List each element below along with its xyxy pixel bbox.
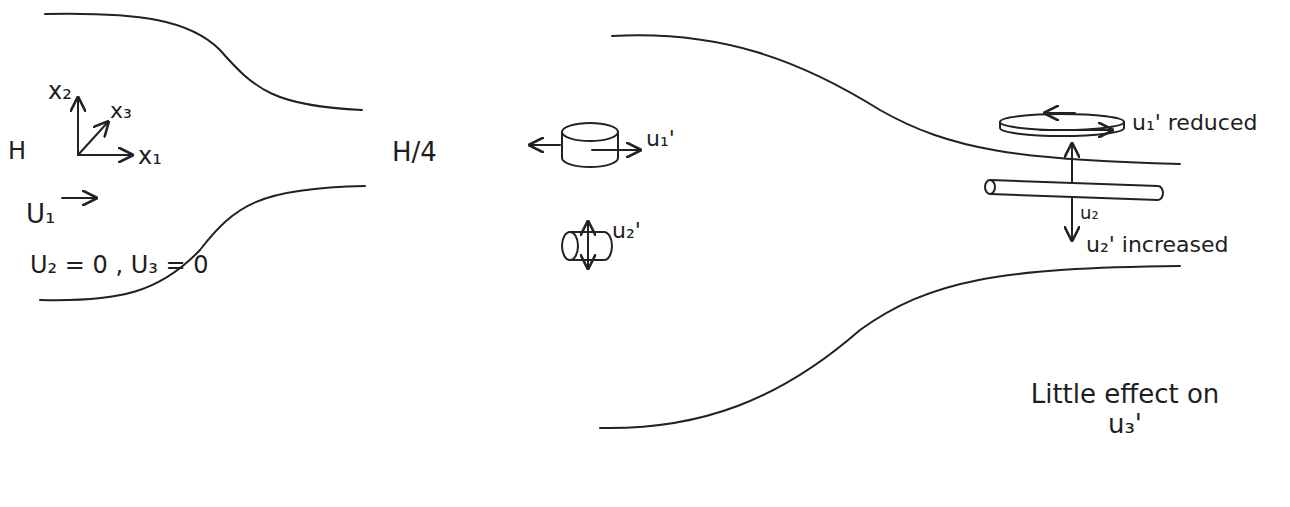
- sketch-label: u₂: [1080, 203, 1099, 224]
- sketch-label: H/4: [392, 138, 437, 168]
- x1-axis: [78, 154, 132, 156]
- sketch-label: u₂': [612, 218, 641, 243]
- x2-axis: [77, 98, 79, 155]
- sketch-label: u₁' reduced: [1132, 110, 1257, 135]
- sketch-label: x₂: [48, 78, 72, 106]
- upper-wall: [612, 35, 1180, 164]
- x3-axis: [78, 122, 108, 155]
- sketch-label: x₃: [110, 98, 132, 123]
- flow-arrow: [62, 197, 96, 199]
- sketch-label: U₁: [26, 200, 55, 230]
- stretched-rod-eddy: [985, 144, 1163, 240]
- sketch-label: H: [8, 138, 26, 166]
- tube-eddy: [562, 222, 612, 268]
- disc-eddy: [530, 123, 640, 167]
- sketch-label: u₂' increased: [1086, 232, 1229, 257]
- sketch-label: x₁: [138, 143, 162, 171]
- sketch-label: u₁': [646, 126, 675, 151]
- sketch-label: Little effect on u₃': [1010, 380, 1240, 440]
- lower-wall: [40, 186, 365, 300]
- sketch-label: U₂ = 0 , U₃ = 0: [30, 252, 209, 280]
- flat-disc-eddy: [1000, 113, 1124, 136]
- upper-wall: [45, 14, 362, 110]
